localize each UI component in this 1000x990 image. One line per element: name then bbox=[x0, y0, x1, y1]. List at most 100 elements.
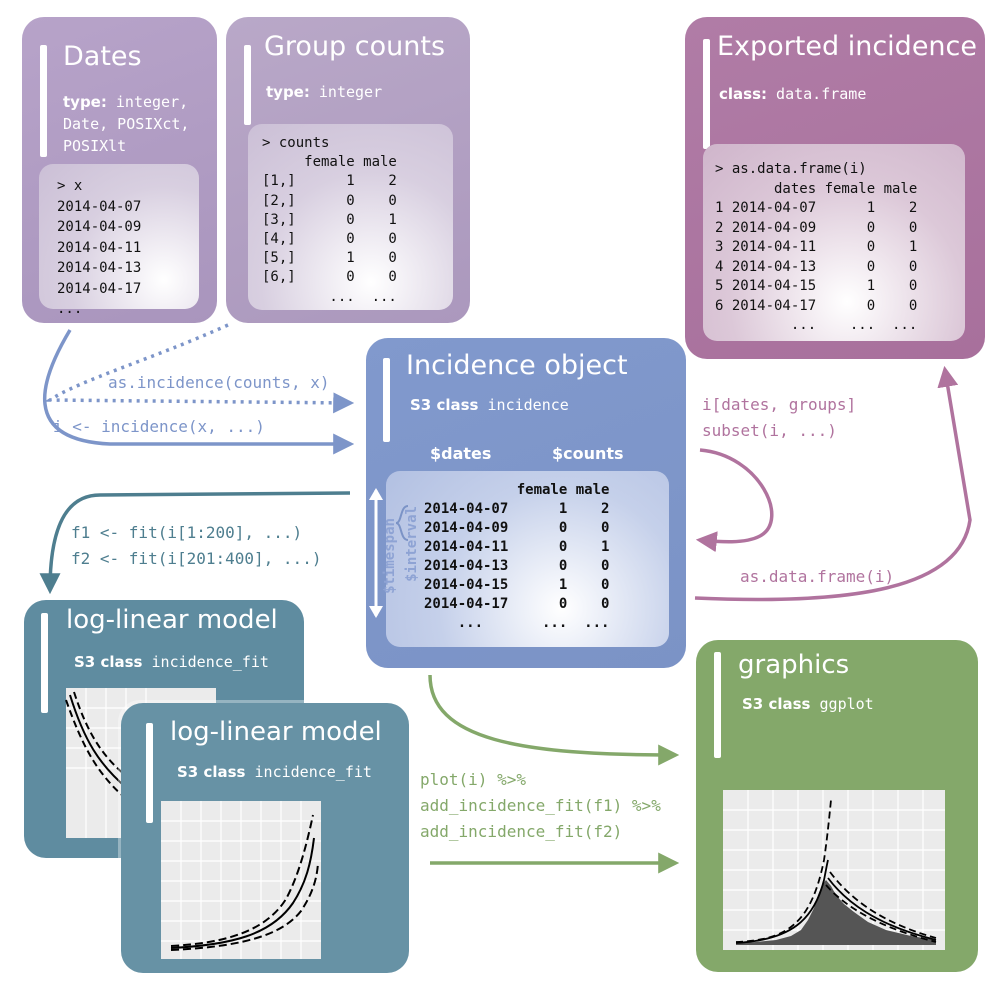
code-line: 2014-04-07 bbox=[57, 198, 142, 215]
class-label: class: bbox=[719, 85, 768, 103]
timespan-label: $timespan bbox=[381, 518, 398, 594]
code-line: 2 2014-04-09 0 0 bbox=[715, 219, 918, 236]
title-bar bbox=[41, 613, 48, 713]
class-value: incidence_fit bbox=[151, 653, 269, 671]
dates-code: > x 2014-04-07 2014-04-09 2014-04-11 2014-04… bbox=[57, 176, 141, 320]
code-line: 2014-04-11 bbox=[57, 239, 142, 256]
dates-title: Dates bbox=[63, 41, 142, 72]
title-bar bbox=[383, 358, 390, 442]
code-line: 4 2014-04-13 0 0 bbox=[715, 258, 918, 275]
title-bar bbox=[244, 45, 251, 125]
type-label: type: bbox=[266, 83, 310, 101]
code-line: 2014-04-13 bbox=[57, 260, 142, 276]
title-bar bbox=[146, 723, 153, 823]
fit-front-plot bbox=[161, 801, 321, 959]
incidence-code: female male 2014-04-07 1 2 2014-04-09 0 0 2… bbox=[424, 481, 609, 633]
dates-card: Dates type: integer, Date, POSIXct, POSI… bbox=[22, 17, 217, 323]
code-line: [6,] 0 0 bbox=[262, 269, 397, 286]
dates-code-box: > x 2014-04-07 2014-04-09 2014-04-11 2014-04… bbox=[39, 164, 199, 317]
code-line: > as.data.frame(i) bbox=[715, 161, 867, 177]
incidence-class: S3 class incidence bbox=[410, 396, 569, 414]
type-value-3: POSIXlt bbox=[63, 137, 127, 155]
arrow-fit bbox=[39, 491, 351, 595]
title-bar bbox=[40, 45, 47, 157]
label-incidence-call: i <- incidence(x, ...) bbox=[53, 417, 265, 436]
arrow-incidence-call bbox=[42, 329, 355, 455]
arrow-as-data-frame bbox=[694, 365, 972, 602]
label-plot-3: add_incidence_fit(f2) bbox=[420, 822, 623, 841]
code-line: ... ... ... bbox=[424, 615, 610, 631]
label-subset-2: subset(i, ...) bbox=[702, 421, 837, 440]
code-line: [2,] 0 0 bbox=[262, 192, 397, 209]
fit-front-title: log-linear model bbox=[170, 717, 382, 747]
code-line: ... ... bbox=[262, 288, 397, 305]
incidence-title: Incidence object bbox=[406, 350, 628, 381]
code-line: [4,] 0 0 bbox=[262, 231, 397, 248]
code-line: 2014-04-11 0 1 bbox=[424, 539, 610, 555]
code-line: 2014-04-15 1 0 bbox=[424, 577, 610, 593]
incidence-code-box: female male 2014-04-07 1 2 2014-04-09 0 0 2… bbox=[386, 471, 669, 647]
group-counts-type: type: integer bbox=[266, 83, 382, 101]
type-value: integer bbox=[318, 83, 383, 101]
exported-title: Exported incidence bbox=[717, 31, 977, 62]
label-plot-1: plot(i) %>% bbox=[420, 770, 526, 789]
code-line: 5 2014-04-15 1 0 bbox=[715, 278, 918, 294]
title-bar bbox=[714, 652, 721, 758]
code-line: ... bbox=[57, 301, 83, 317]
label-subset-1: i[dates, groups] bbox=[702, 395, 857, 414]
code-line: 2014-04-09 bbox=[57, 219, 142, 235]
label-plot-2: add_incidence_fit(f1) %>% bbox=[420, 796, 661, 815]
fit-card-front: log-linear model S3 class incidence_fit bbox=[121, 703, 409, 973]
code-line: female male bbox=[262, 154, 397, 171]
group-counts-card: Group counts type: integer > counts fema… bbox=[226, 17, 470, 323]
code-line: > counts bbox=[262, 135, 330, 151]
exported-code-box: > as.data.frame(i) dates female male 1 20… bbox=[703, 144, 965, 341]
code-line: 2014-04-13 0 0 bbox=[424, 558, 610, 574]
type-label: type: bbox=[63, 93, 107, 111]
code-line: dates female male bbox=[715, 180, 918, 197]
class-label: S3 class bbox=[74, 653, 143, 671]
arrow-subset bbox=[695, 448, 774, 553]
arrow-as-incidence bbox=[44, 323, 355, 414]
code-line: 2014-04-17 0 0 bbox=[424, 596, 610, 612]
label-as-incidence: as.incidence(counts, x) bbox=[108, 373, 330, 392]
interval-label: $interval bbox=[403, 506, 420, 582]
fit-back-title: log-linear model bbox=[66, 605, 278, 635]
class-label: S3 class bbox=[410, 396, 479, 414]
label-fit-2: f2 <- fit(i[201:400], ...) bbox=[71, 549, 322, 568]
class-label: S3 class bbox=[742, 695, 811, 713]
class-value: incidence_fit bbox=[254, 763, 372, 781]
fit-back-class: S3 class incidence_fit bbox=[74, 653, 269, 671]
incidence-object-card: Incidence object S3 class incidence $dat… bbox=[366, 338, 686, 668]
arrow-plot-incidence bbox=[428, 674, 680, 766]
title-bar bbox=[703, 39, 710, 149]
code-line: > x bbox=[57, 178, 83, 194]
class-value: data.frame bbox=[776, 85, 867, 103]
group-counts-title: Group counts bbox=[264, 31, 446, 62]
graphics-card: graphics S3 class ggplot bbox=[696, 640, 978, 972]
code-line: female male bbox=[424, 482, 610, 498]
class-value: ggplot bbox=[819, 695, 874, 713]
graphics-plot bbox=[723, 790, 945, 950]
code-line: 3 2014-04-11 0 1 bbox=[715, 239, 918, 255]
label-as-data-frame: as.data.frame(i) bbox=[740, 567, 895, 586]
graphics-class: S3 class ggplot bbox=[742, 695, 874, 713]
class-label: S3 class bbox=[177, 763, 246, 781]
code-line: 2014-04-07 1 2 bbox=[424, 501, 610, 517]
graphics-title: graphics bbox=[738, 650, 850, 680]
col-counts-label: $counts bbox=[552, 444, 624, 463]
code-line: 2014-04-09 0 0 bbox=[424, 520, 610, 536]
type-value-1: integer, bbox=[115, 93, 189, 111]
exported-incidence-card: Exported incidence class: data.frame > a… bbox=[685, 17, 985, 359]
code-line: [1,] 1 2 bbox=[262, 173, 397, 190]
timespan-arrow bbox=[369, 488, 409, 618]
code-line: 2014-04-17 bbox=[57, 280, 142, 297]
code-line: [5,] 1 0 bbox=[262, 250, 397, 267]
exported-class: class: data.frame bbox=[719, 85, 866, 103]
dates-type: type: integer, Date, POSIXct, POSIXlt bbox=[63, 91, 189, 157]
code-line: 1 2014-04-07 1 2 bbox=[715, 200, 918, 216]
group-counts-code: > counts female male[1,] 1 2[2,] 0 0[3,]… bbox=[262, 134, 397, 307]
type-value-2: Date, POSIXct, bbox=[63, 115, 190, 133]
label-fit-1: f1 <- fit(i[1:200], ...) bbox=[71, 523, 303, 542]
